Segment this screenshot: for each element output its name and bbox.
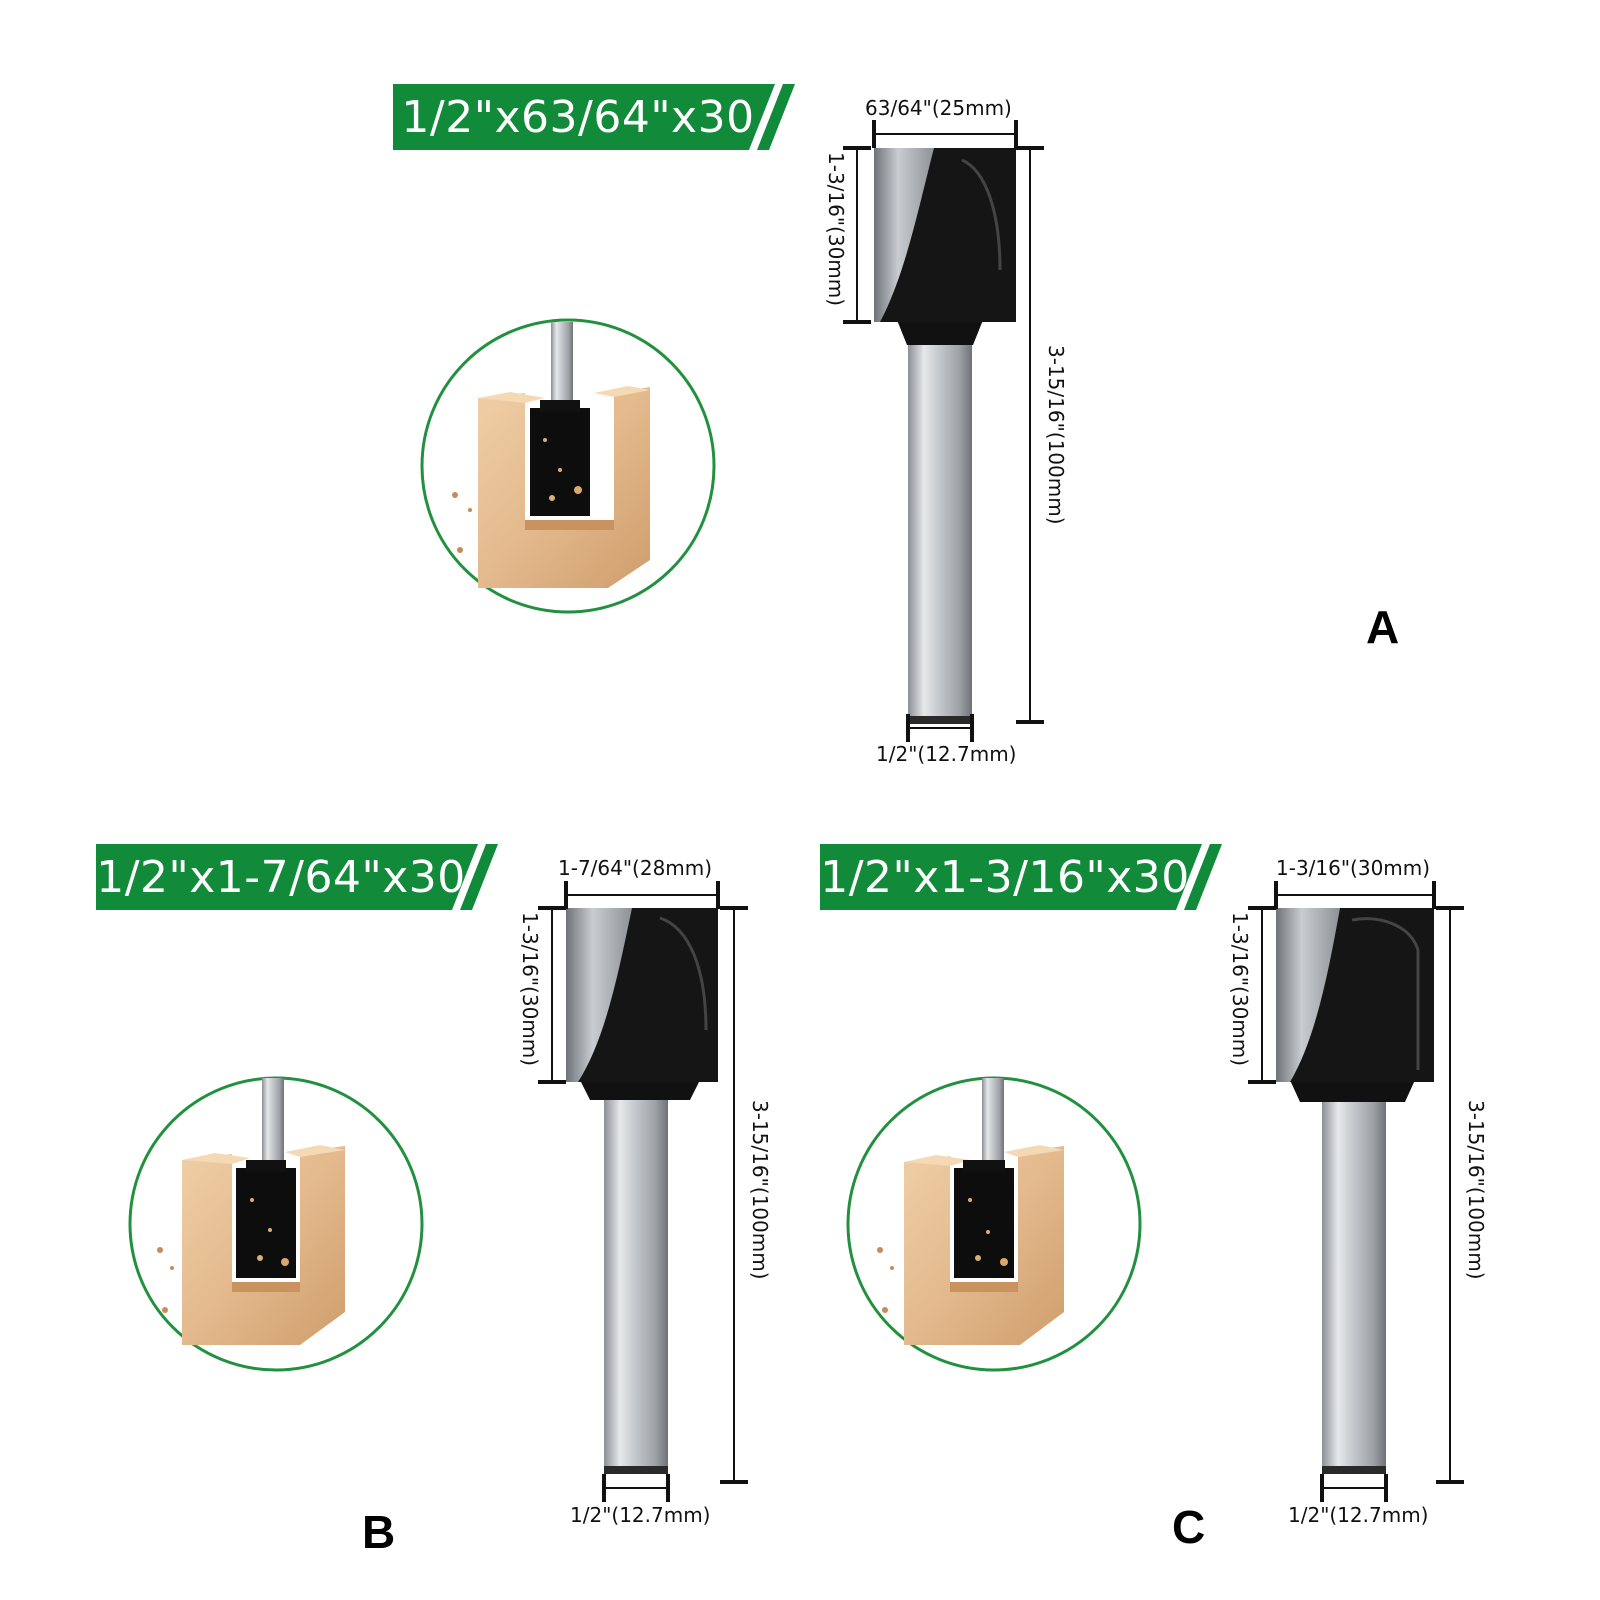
usage-illustration-b xyxy=(128,1076,424,1372)
bit-a-shank-end xyxy=(908,716,972,724)
bit-a-dimensions xyxy=(843,120,1044,742)
bit-c-total-length-label: 3-15/16"(100mm) xyxy=(1464,1100,1488,1280)
bit-b-collar xyxy=(580,1080,700,1100)
banner-a-shape xyxy=(393,84,795,150)
bit-c-cut-width-label: 1-3/16"(30mm) xyxy=(1276,856,1431,880)
bit-b-cut-height-label: 1-3/16"(30mm) xyxy=(518,912,542,1067)
bit-b-shank xyxy=(604,1095,668,1473)
bit-a-cut-width-label: 63/64"(25mm) xyxy=(865,96,1012,120)
bit-b-dimensions xyxy=(538,881,748,1502)
usage-illustration-c xyxy=(846,1076,1142,1372)
banner-b-title: 1/2"x1-7/64"x30 xyxy=(96,851,466,903)
banner-c-title: 1/2"x1-3/16"x30 xyxy=(820,851,1190,903)
bit-c-cut-height-label: 1-3/16"(30mm) xyxy=(1228,912,1252,1067)
usage-illustration-a xyxy=(420,318,716,614)
bit-c-shank-end xyxy=(1322,1466,1386,1474)
bit-b-total-length-label: 3-15/16"(100mm) xyxy=(748,1100,772,1280)
banner-a-title: 1/2"x63/64"x30 xyxy=(401,91,755,143)
bit-b xyxy=(566,908,718,1474)
bit-a-collar xyxy=(897,320,983,345)
bit-b-shank-label: 1/2"(12.7mm) xyxy=(570,1503,711,1527)
bit-a-shank xyxy=(908,330,972,722)
bit-b-letter: B xyxy=(362,1506,396,1558)
bit-c xyxy=(1276,908,1434,1474)
bit-b-blade xyxy=(566,908,632,1082)
bit-c-shank-label: 1/2"(12.7mm) xyxy=(1288,1503,1429,1527)
bit-c-dimensions xyxy=(1248,881,1464,1502)
banner-b-shape xyxy=(96,844,498,910)
banner-c-shape xyxy=(820,844,1222,910)
bit-a-letter: A xyxy=(1366,601,1400,653)
bit-b-shank-end xyxy=(604,1466,668,1474)
bit-a xyxy=(874,148,1016,724)
bit-a-shank-label: 1/2"(12.7mm) xyxy=(876,742,1017,766)
bit-a-cut-height-label: 1-3/16"(30mm) xyxy=(824,152,848,307)
bit-c-collar xyxy=(1290,1080,1415,1102)
bit-a-total-length-label: 3-15/16"(100mm) xyxy=(1044,345,1068,525)
bit-b-cut-width-label: 1-7/64"(28mm) xyxy=(558,856,713,880)
bit-c-shank xyxy=(1322,1095,1386,1473)
bit-c-blade xyxy=(1276,908,1340,1082)
banner-c: 1/2"x1-3/16"x30 xyxy=(820,844,1232,910)
bit-c-letter: C xyxy=(1172,1501,1206,1553)
banner-a: 1/2"x63/64"x30 xyxy=(393,84,805,150)
banner-b: 1/2"x1-7/64"x30 xyxy=(96,844,508,910)
bit-a-blade xyxy=(874,148,934,322)
